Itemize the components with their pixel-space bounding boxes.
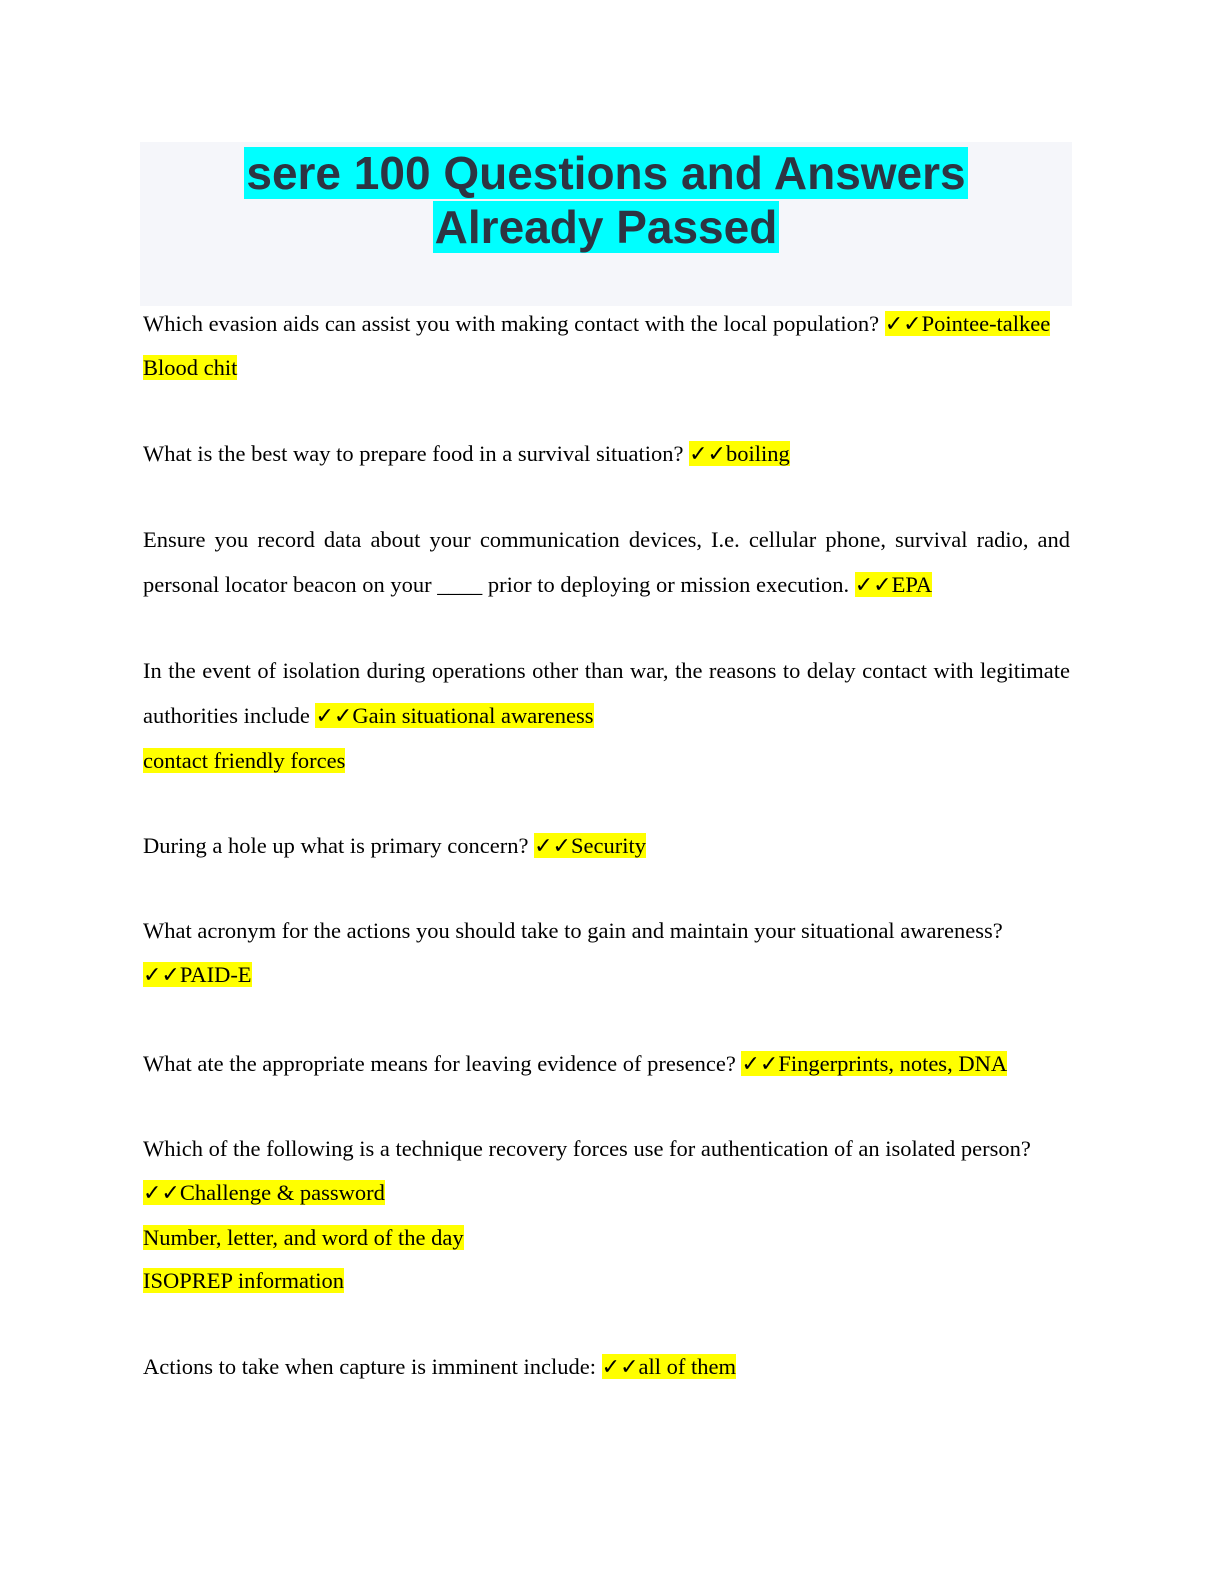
question-text: Actions to take when capture is imminent… [143,1354,597,1379]
qa-item: What ate the appropriate means for leavi… [143,1042,1070,1086]
question-text: In the event of isolation during operati… [143,658,1070,728]
question-text: What is the best way to prepare food in … [143,441,684,466]
answer-highlight: ✓✓Fingerprints, notes, DNA [741,1051,1008,1077]
qa-item: Which of the following is a technique re… [143,1127,1070,1216]
answer-highlight: ✓✓Challenge & password [143,1180,385,1206]
question-text: Which evasion aids can assist you with m… [143,311,880,336]
check-mark-icon: ✓✓ [143,1181,180,1206]
document-title: sere 100 Questions and Answers Already P… [140,142,1072,306]
check-mark-icon: ✓✓ [601,1355,639,1380]
answer-extra-text: contact friendly forces [143,748,346,773]
qa-item: Which evasion aids can assist you with m… [143,302,1070,347]
answer-text: all of them [638,1354,736,1379]
answer-text: Pointee-talkee [921,311,1051,336]
check-mark-icon: ✓✓ [534,834,571,859]
answer-text: Security [571,833,646,858]
answer-highlight: ✓✓boiling [689,441,790,467]
question-text: During a hole up what is primary concern… [143,833,529,858]
answer-extra-line: contact friendly forces [143,739,1070,783]
answer-extra-line: Blood chit [143,347,1070,388]
check-mark-icon: ✓✓ [854,573,892,598]
answer-highlight: ✓✓EPA [854,572,933,598]
qa-list: Which evasion aids can assist you with m… [143,302,1070,1389]
answer-text: PAID-E [179,962,252,987]
title-line-2: Already Passed [432,201,780,253]
answer-text: Challenge & password [179,1180,385,1205]
answer-highlight: ✓✓all of them [601,1354,736,1380]
qa-item: During a hole up what is primary concern… [143,824,1070,868]
answer-text: boiling [725,441,790,466]
check-mark-icon: ✓✓ [143,963,180,988]
question-text: What acronym for the actions you should … [143,918,1003,943]
check-mark-icon: ✓✓ [689,442,726,467]
qa-item: Actions to take when capture is imminent… [143,1345,1070,1389]
qa-item: What acronym for the actions you should … [143,909,1070,998]
check-mark-icon: ✓✓ [315,704,353,729]
qa-item: What is the best way to prepare food in … [143,432,1070,476]
check-mark-icon: ✓✓ [741,1052,779,1077]
answer-text: Fingerprints, notes, DNA [778,1051,1008,1076]
answer-extra-text: ISOPREP information [143,1268,345,1293]
answer-extra-text: Blood chit [143,355,238,380]
answer-extra-text: Number, letter, and word of the day [143,1225,464,1250]
answer-highlight: ✓✓Gain situational awareness [315,703,594,729]
question-text: Which of the following is a technique re… [143,1136,1031,1161]
title-line-1: sere 100 Questions and Answers [244,147,968,199]
qa-item: In the event of isolation during operati… [143,648,1070,739]
question-text: What ate the appropriate means for leavi… [143,1051,736,1076]
answer-text: EPA [891,572,933,597]
answer-extra-line: ISOPREP information [143,1260,1070,1301]
check-mark-icon: ✓✓ [884,312,922,337]
answer-highlight: ✓✓Security [534,833,646,859]
qa-item: Ensure you record data about your commun… [143,517,1070,608]
answer-highlight: ✓✓PAID-E [143,962,252,988]
answer-text: Gain situational awareness [352,703,594,728]
answer-extra-line: Number, letter, and word of the day [143,1216,1070,1260]
question-text: Ensure you record data about your commun… [143,527,1070,597]
answer-highlight: ✓✓Pointee-talkee [884,311,1051,337]
